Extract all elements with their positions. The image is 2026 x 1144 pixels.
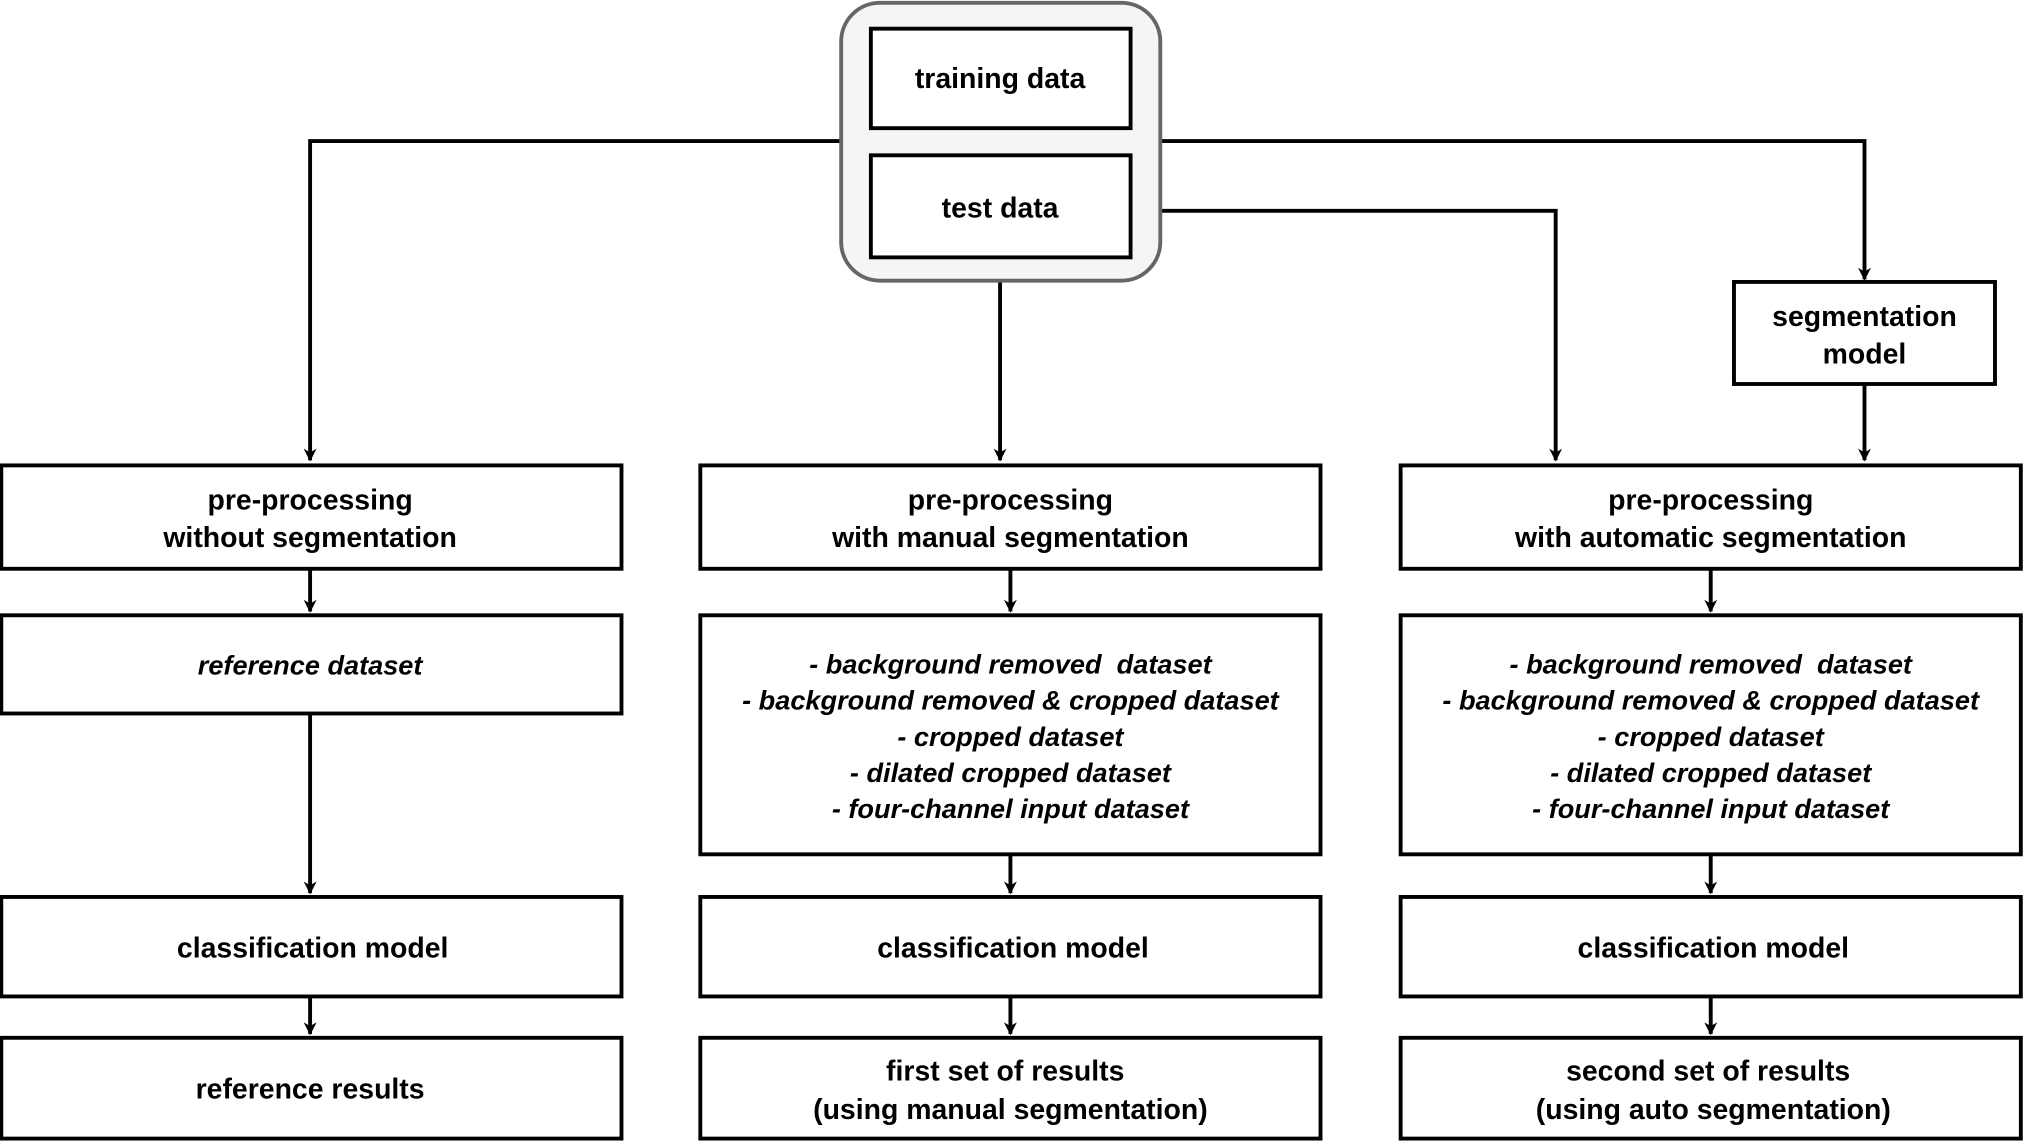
column-manual-segmentation: pre-processing with manual segmentation … [698, 463, 1323, 1141]
label: classification model [1578, 933, 1850, 965]
dataset-item: reference dataset [198, 650, 424, 681]
training-data-box [868, 26, 1133, 131]
classification-model-box [698, 895, 1323, 999]
dataset-item: - background removed dataset [809, 648, 1212, 679]
label: with manual segmentation [831, 522, 1189, 554]
arrow-to-preprocessing-without-seg [303, 139, 842, 462]
connectors [303, 139, 1871, 1036]
preprocessing-box [1398, 463, 2023, 571]
label: segmentation [1772, 301, 1957, 333]
label: second set of results [1566, 1055, 1850, 1087]
dataset-item: - dilated cropped dataset [1550, 757, 1872, 788]
label: with automatic segmentation [1514, 522, 1906, 554]
arrow-test-to-auto-preprocessing [1160, 208, 1563, 462]
column-no-segmentation: pre-processing without segmentation refe… [0, 463, 624, 1141]
label: pre-processing [908, 484, 1113, 516]
column-automatic-segmentation: pre-processing with automatic segmentati… [1398, 463, 2023, 1141]
classification-model-box [1398, 895, 2023, 999]
label: classification model [877, 933, 1149, 965]
dataset-box [1398, 613, 2023, 857]
dataset-item: - four-channel input dataset [832, 793, 1190, 824]
dataset-item: - cropped dataset [1598, 721, 1825, 752]
preprocessing-box [698, 463, 1323, 571]
dataset-box [698, 613, 1323, 857]
label: reference results [196, 1074, 425, 1106]
label: (using auto segmentation) [1536, 1094, 1891, 1126]
preprocessing-box [0, 463, 624, 571]
test-data-box [868, 153, 1133, 260]
results-box [0, 1035, 624, 1141]
label: pre-processing [207, 484, 412, 516]
label: pre-processing [1608, 484, 1813, 516]
label: (using manual segmentation) [813, 1094, 1208, 1126]
data-group: training data test data [839, 0, 1163, 283]
label: classification model [177, 933, 449, 965]
test-data-label: test data [942, 192, 1059, 224]
results-box [698, 1035, 1323, 1141]
dataset-item: - dilated cropped dataset [850, 757, 1172, 788]
dataset-item: - cropped dataset [897, 721, 1124, 752]
dataset-box [0, 613, 624, 716]
classification-model-box [0, 895, 624, 999]
arrow-to-segmentation-model [1160, 139, 1871, 281]
label: first set of results [886, 1055, 1124, 1087]
dataset-item: - four-channel input dataset [1532, 793, 1890, 824]
segmentation-model-box [1732, 279, 1997, 386]
results-box [1398, 1035, 2023, 1141]
dataset-item: - background removed & cropped dataset [742, 685, 1280, 716]
dataset-item: - background removed & cropped dataset [1442, 685, 1980, 716]
training-data-label: training data [915, 63, 1086, 95]
label: model [1823, 338, 1907, 370]
dataset-item: - background removed dataset [1510, 648, 1913, 679]
segmentation-model-node: segmentation model [1732, 279, 1997, 386]
label: without segmentation [162, 522, 457, 554]
